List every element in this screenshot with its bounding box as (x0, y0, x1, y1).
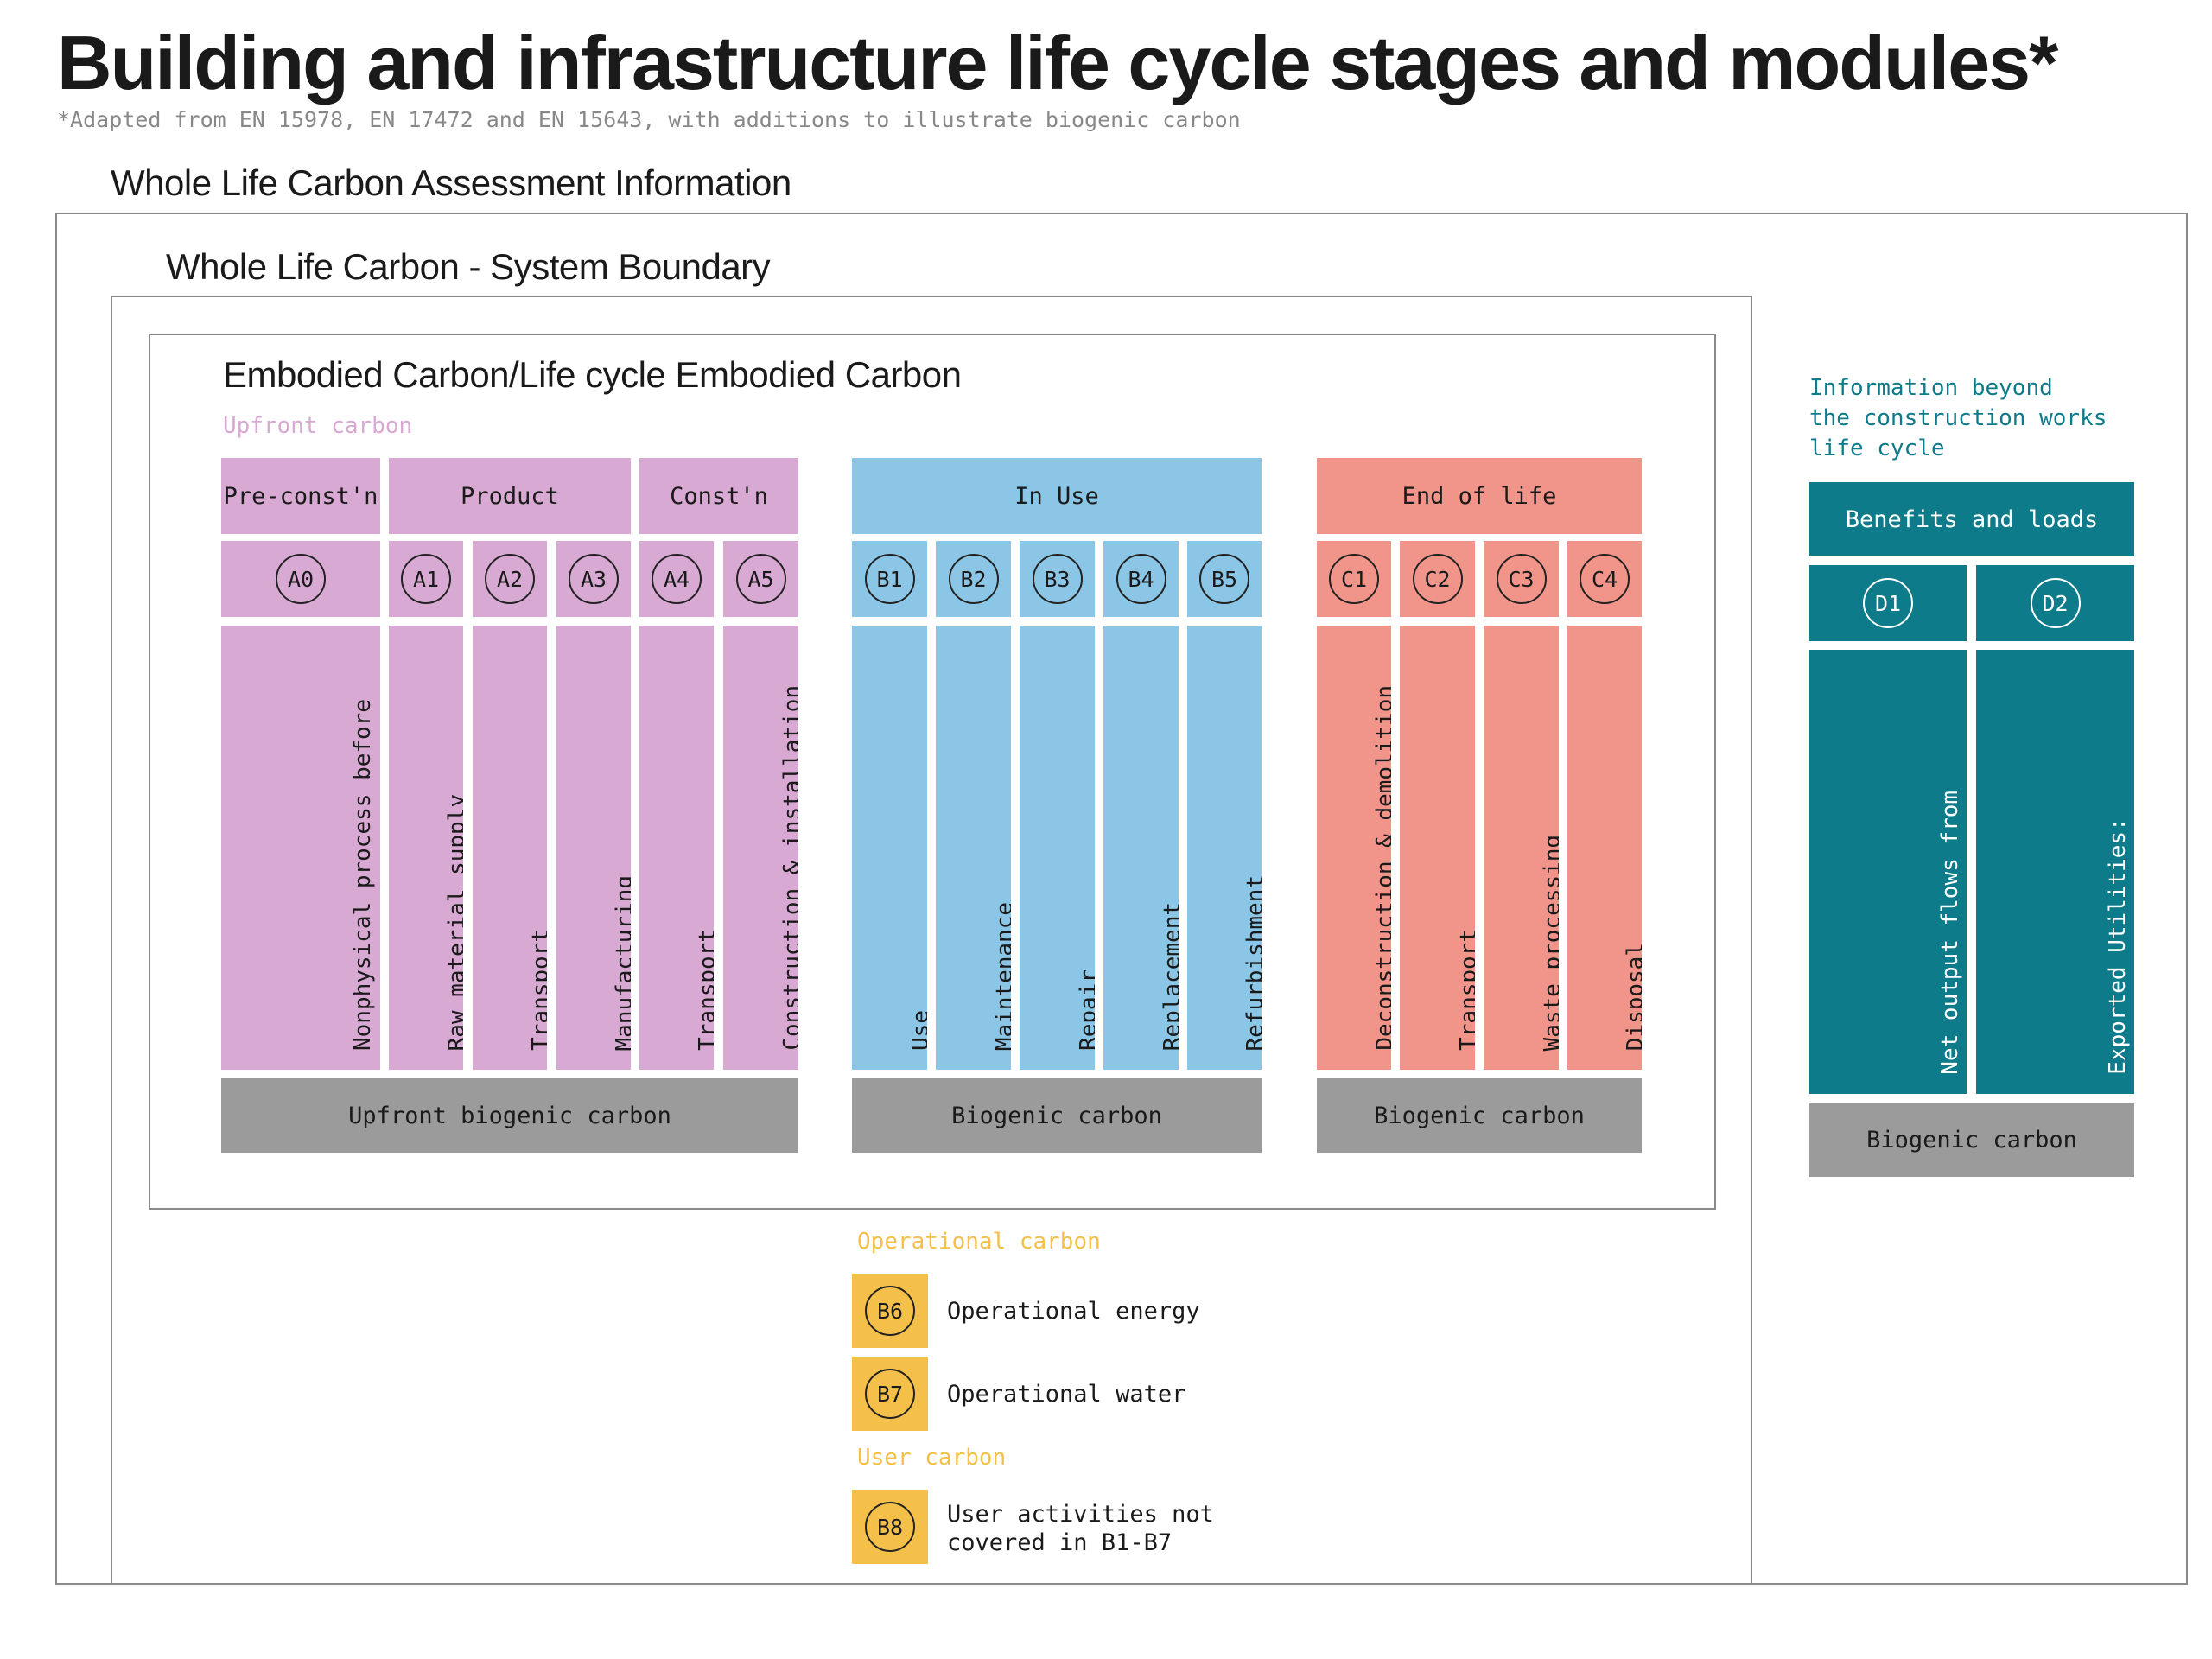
module-c1-code-cell: C1 (1317, 541, 1391, 617)
module-b2-text: Maintenance (991, 901, 1012, 1051)
module-b6-badge: B6 (865, 1286, 915, 1336)
in-use-biogenic-carbon: Biogenic carbon (852, 1078, 1262, 1153)
module-a1-description: Raw material supply (389, 626, 463, 1070)
module-a5-text: Construction & installation (779, 685, 799, 1051)
module-c2-text: Transport (1455, 929, 1476, 1051)
header-construction: Const'n (639, 458, 798, 534)
embodied-carbon-frame (149, 334, 1716, 1210)
module-a0-badge: A0 (276, 554, 326, 604)
module-b6-code-cell: B6 (852, 1274, 928, 1348)
system-boundary-frame (111, 296, 1752, 1585)
module-b2-description: Maintenance (936, 626, 1011, 1070)
module-a2-badge: A2 (485, 554, 535, 604)
module-b2-code-cell: B2 (936, 541, 1011, 617)
beyond-biogenic-carbon: Biogenic carbon (1809, 1103, 2134, 1177)
header-end-of-life: End of life (1317, 458, 1642, 534)
module-a4-description: Transport (639, 626, 714, 1070)
user-carbon-label: User carbon (857, 1445, 1007, 1471)
module-d2-text: Exported Utilities: Electric energy, the… (2104, 817, 2131, 1075)
module-c3-code-cell: C3 (1484, 541, 1559, 617)
module-a2-description: Transport (473, 626, 547, 1070)
module-c4-code-cell: C4 (1567, 541, 1642, 617)
module-a3-badge: A3 (569, 554, 619, 604)
module-b6-description: Operational energy (947, 1298, 1200, 1325)
page-subtitle: *Adapted from EN 15978, EN 17472 and EN … (57, 107, 1241, 132)
module-a5-description: Construction & installation (723, 626, 798, 1070)
module-b4-text: Replacement (1159, 901, 1179, 1051)
upfront-biogenic-carbon: Upfront biogenic carbon (221, 1078, 798, 1153)
end-of-life-biogenic-carbon: Biogenic carbon (1317, 1078, 1642, 1153)
module-a2-code-cell: A2 (473, 541, 547, 617)
module-c1-badge: C1 (1329, 554, 1379, 604)
module-c2-badge: C2 (1412, 554, 1463, 604)
module-c2-code-cell: C2 (1400, 541, 1475, 617)
module-a1-badge: A1 (401, 554, 451, 604)
module-a3-code-cell: A3 (556, 541, 631, 617)
module-b4-badge: B4 (1116, 554, 1166, 604)
module-a5-code-cell: A5 (723, 541, 798, 617)
embodied-carbon-label: Embodied Carbon/Life cycle Embodied Carb… (223, 354, 962, 395)
module-c3-text: Waste processing (1539, 834, 1560, 1051)
header-product: Product (389, 458, 631, 534)
module-b5-description: Refurbishment (1187, 626, 1262, 1070)
module-b7-code-cell: B7 (852, 1357, 928, 1431)
header-preconstruction: Pre-const'n (221, 458, 380, 534)
module-a5-badge: A5 (735, 554, 786, 604)
module-b1-text: Use (907, 1010, 928, 1051)
module-c2-description: Transport (1400, 626, 1475, 1070)
module-d1-code-cell: D1 (1809, 565, 1967, 641)
module-a0-text: Nonphysical process before construction,… (350, 699, 376, 1051)
module-a1-text: Raw material supply (444, 793, 463, 1051)
operational-carbon-label: Operational carbon (857, 1229, 1101, 1255)
module-b5-text: Refurbishment (1243, 874, 1262, 1052)
module-d1-badge: D1 (1863, 578, 1913, 628)
module-b5-code-cell: B5 (1187, 541, 1262, 617)
module-b4-description: Replacement (1103, 626, 1179, 1070)
module-a1-code-cell: A1 (389, 541, 463, 617)
module-c4-text: Disposal (1623, 942, 1642, 1051)
module-d1-text: Net output flows from reuse recycling, e… (1937, 791, 1963, 1075)
module-c3-description: Waste processing (1484, 626, 1559, 1070)
module-a4-text: Transport (695, 929, 714, 1051)
header-in-use: In Use (852, 458, 1262, 534)
module-b8-badge: B8 (865, 1502, 915, 1552)
system-boundary-label: Whole Life Carbon - System Boundary (166, 246, 771, 287)
module-c4-description: Disposal (1567, 626, 1642, 1070)
module-a2-text: Transport (528, 929, 547, 1051)
module-b1-description: Use (852, 626, 927, 1070)
module-b8-description: User activities not covered in B1-B7 (947, 1501, 1214, 1556)
module-b1-badge: B1 (864, 554, 915, 604)
module-b8-code-cell: B8 (852, 1490, 928, 1564)
module-b3-code-cell: B3 (1020, 541, 1095, 617)
module-d2-badge: D2 (2030, 578, 2081, 628)
page-title: Building and infrastructure life cycle s… (57, 20, 2058, 105)
module-d2-description: Exported Utilities: Electric energy, the… (1976, 650, 2134, 1094)
module-a4-code-cell: A4 (639, 541, 714, 617)
module-c1-text: Deconstruction & demolition (1372, 685, 1391, 1051)
upfront-carbon-label: Upfront carbon (223, 413, 413, 439)
outer-frame-label: Whole Life Carbon Assessment Information (111, 162, 791, 203)
module-a3-text: Manufacturing (612, 874, 631, 1052)
module-b3-description: Repair (1020, 626, 1095, 1070)
module-b3-text: Repair (1075, 969, 1096, 1051)
module-b4-code-cell: B4 (1103, 541, 1179, 617)
module-a3-description: Manufacturing (556, 626, 631, 1070)
module-b3-badge: B3 (1032, 554, 1083, 604)
module-c1-description: Deconstruction & demolition (1317, 626, 1391, 1070)
module-a4-badge: A4 (652, 554, 702, 604)
module-d2-code-cell: D2 (1976, 565, 2134, 641)
beyond-life-cycle-label: Information beyond the construction work… (1809, 375, 2107, 461)
module-b2-badge: B2 (948, 554, 999, 604)
module-a0-description: Nonphysical process before construction,… (221, 626, 380, 1070)
module-b5-badge: B5 (1199, 554, 1249, 604)
module-c3-badge: C3 (1496, 554, 1547, 604)
module-b1-code-cell: B1 (852, 541, 927, 617)
module-b7-badge: B7 (865, 1369, 915, 1419)
module-b7-description: Operational water (947, 1381, 1186, 1408)
module-a0-code-cell: A0 (221, 541, 380, 617)
module-d1-description: Net output flows from reuse recycling, e… (1809, 650, 1967, 1094)
module-c4-badge: C4 (1580, 554, 1630, 604)
header-benefits-and-loads: Benefits and loads (1809, 482, 2134, 556)
